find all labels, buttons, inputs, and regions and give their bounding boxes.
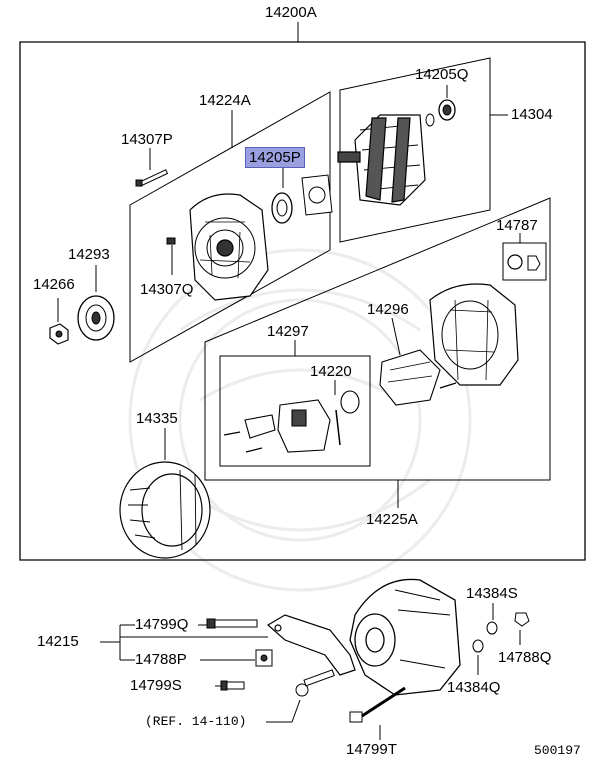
panel-14225A [205, 198, 550, 480]
pulley-14293 [78, 265, 114, 340]
assembly-box-14200A [20, 42, 585, 560]
label-14384Q: 14384Q [447, 679, 501, 696]
label-14225A: 14225A [366, 511, 418, 528]
label-14384S: 14384S [466, 585, 518, 602]
label-ref-14-110: (REF. 14-110) [145, 714, 247, 729]
label-14787: 14787 [496, 217, 538, 234]
label-14304: 14304 [511, 106, 553, 123]
label-14200A: 14200A [265, 4, 317, 21]
part-14787 [503, 233, 546, 280]
label-14297: 14297 [267, 323, 309, 340]
nut-14788Q [515, 613, 529, 645]
panel-14224A [130, 92, 330, 362]
label-14799S: 14799S [130, 677, 182, 694]
label-14788P: 14788P [135, 651, 187, 668]
alternator-assembly [350, 579, 460, 695]
panel-14304 [340, 58, 490, 242]
rear-bracket [430, 284, 518, 385]
rotor-14304 [338, 115, 425, 205]
label-14224A: 14224A [199, 92, 251, 109]
label-14799T: 14799T [346, 741, 397, 758]
label-14788Q: 14788Q [498, 649, 552, 666]
label-14215: 14215 [37, 633, 79, 650]
leaders-14215 [100, 625, 268, 660]
washer-14384Q [473, 640, 483, 675]
bolt-14799Q [198, 619, 257, 628]
adjust-bracket-14215 [268, 615, 355, 675]
label-14293: 14293 [68, 246, 110, 263]
label-14205Q: 14205Q [415, 66, 469, 83]
screw-14307P [136, 148, 167, 186]
label-14307P: 14307P [121, 131, 173, 148]
label-14205P-highlighted[interactable]: 14205P [245, 147, 305, 168]
washer-14384S [487, 603, 497, 634]
regulator-14297 [224, 380, 359, 452]
bolt-14799T [350, 688, 405, 740]
bolt-ref [266, 670, 334, 722]
label-14266: 14266 [33, 276, 75, 293]
diagram-number: 500197 [534, 743, 581, 758]
screw-14307Q [167, 238, 175, 275]
bearing-14205Q [426, 85, 455, 126]
label-14335: 14335 [136, 410, 178, 427]
rectifier-14296 [380, 318, 456, 405]
bearing-14205P [272, 168, 332, 223]
stator-14335 [120, 428, 210, 558]
label-14799Q: 14799Q [135, 616, 189, 633]
label-14220: 14220 [310, 363, 352, 380]
label-14307Q: 14307Q [140, 281, 194, 298]
nut-14788P [200, 650, 272, 666]
label-14296: 14296 [367, 301, 409, 318]
front-bracket [190, 194, 268, 300]
bolt-14799S [215, 681, 244, 690]
watermark-emblem [130, 250, 470, 590]
nut-14266 [50, 298, 68, 344]
